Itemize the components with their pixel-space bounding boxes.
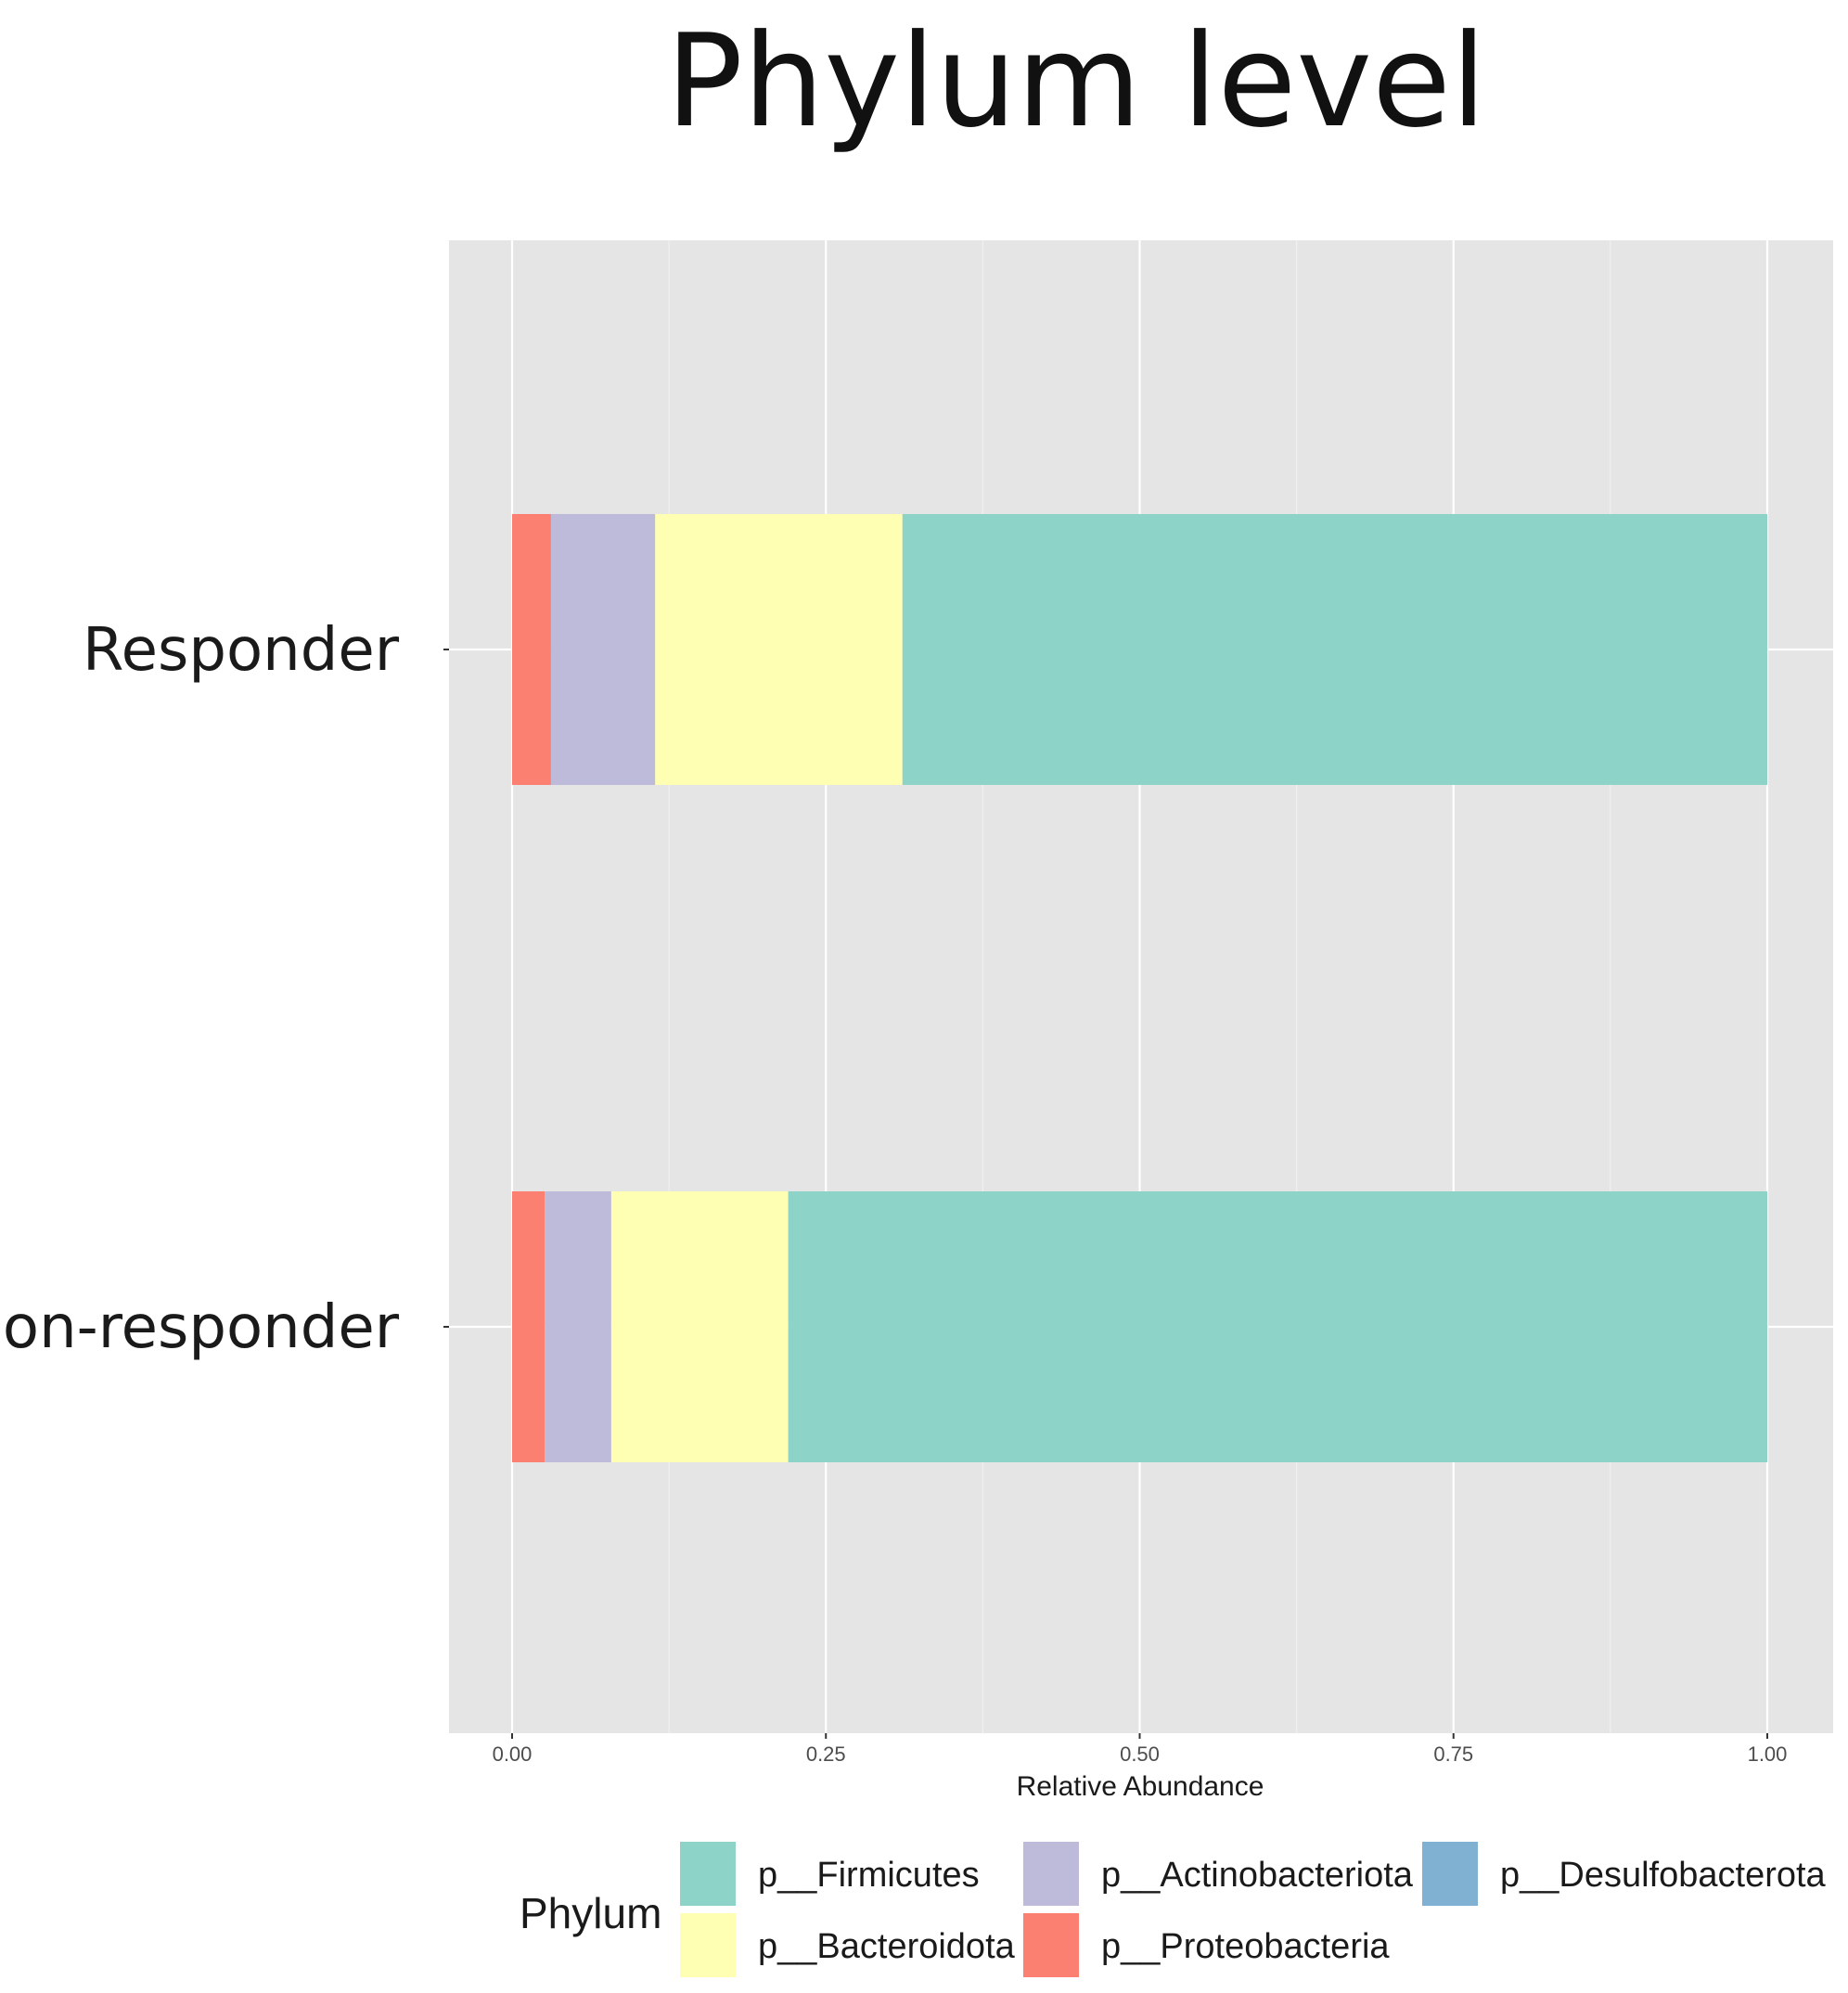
legend-label: p__Bacteroidota: [758, 1927, 1016, 1966]
legend-key: [1422, 1842, 1478, 1906]
bar-segment-actinobacteriota-responder: [550, 514, 656, 785]
y-tick-label: Non-responder: [0, 1293, 400, 1362]
bar-segment-bacteroidota-responder: [655, 514, 903, 785]
legend-label: p__Proteobacteria: [1101, 1927, 1390, 1966]
x-tick-label: 0.50: [1120, 1742, 1160, 1766]
x-axis: 0.00 0.25 0.50 0.75 1.00: [493, 1733, 1788, 1766]
y-tick-label: Responder: [83, 616, 400, 685]
bar-segment-actinobacteriota-non-responder: [545, 1191, 611, 1462]
bar-segment-proteobacteria-responder: [512, 514, 551, 785]
plot-panel: [449, 240, 1833, 1733]
legend-key: [1023, 1842, 1079, 1906]
bar-segment-bacteroidota-non-responder: [610, 1191, 789, 1462]
x-tick-label: 0.75: [1433, 1742, 1473, 1766]
bar-segment-proteobacteria-non-responder: [512, 1191, 545, 1462]
legend-label: p__Firmicutes: [758, 1856, 980, 1895]
legend-title: Phylum: [520, 1889, 661, 1937]
legend-key: [680, 1913, 736, 1977]
x-axis-title: Relative Abundance: [1017, 1771, 1264, 1802]
legend-key: [1023, 1913, 1079, 1977]
x-tick-label: 1.00: [1748, 1742, 1788, 1766]
chart-title: Phylum level: [666, 6, 1487, 156]
legend-label: p__Desulfobacterota: [1500, 1856, 1827, 1895]
bar-segments: [512, 514, 1768, 1462]
x-tick-label: 0.25: [806, 1742, 846, 1766]
legend-key: [680, 1842, 736, 1906]
bar-segment-firmicutes-non-responder: [788, 1191, 1768, 1462]
legend-label: p__Actinobacteriota: [1101, 1856, 1414, 1895]
bar-segment-firmicutes-responder: [902, 514, 1767, 785]
legend: Phylum p__Firmicutes p__Bacteroidota p__Ac…: [520, 1842, 1827, 1977]
x-tick-label: 0.00: [493, 1742, 533, 1766]
